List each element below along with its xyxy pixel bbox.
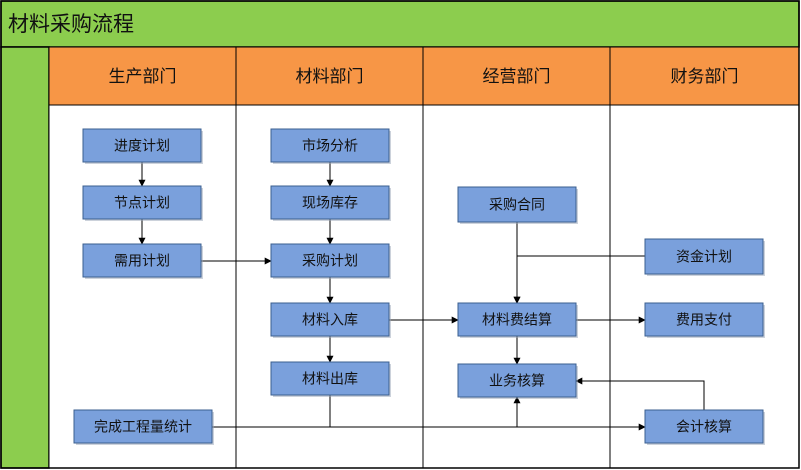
edge-material-out-to-business-accounting — [329, 395, 521, 428]
node-label: 费用支付 — [676, 313, 732, 329]
node-material-out: 材料出库 — [270, 361, 391, 397]
node-box — [457, 302, 577, 337]
node-expense-payment: 费用支付 — [644, 302, 765, 338]
node-fund-plan: 资金计划 — [644, 238, 765, 276]
node-box — [270, 302, 390, 337]
node-box — [644, 238, 764, 275]
node-box — [73, 409, 213, 444]
node-box — [82, 243, 202, 278]
node-market-analysis: 市场分析 — [270, 128, 391, 164]
edge-accounting-to-business-accounting — [575, 377, 705, 410]
node-box — [457, 363, 577, 398]
node-box — [457, 186, 577, 223]
edge-fund-plan-to-material-settlement — [513, 255, 645, 304]
node-box — [644, 302, 764, 337]
node-label: 需用计划 — [114, 254, 170, 270]
node-label: 完成工程量统计 — [94, 420, 192, 436]
node-material-in: 材料入库 — [270, 302, 391, 338]
node-progress-plan: 进度计划 — [82, 128, 203, 164]
node-box — [82, 185, 202, 220]
node-node-plan: 节点计划 — [82, 185, 203, 221]
node-box — [270, 185, 390, 220]
diagram-title: 材料采购流程 — [8, 12, 134, 36]
node-demand-plan: 需用计划 — [82, 243, 203, 279]
node-label: 材料费结算 — [482, 313, 552, 329]
node-label: 现场库存 — [302, 196, 358, 212]
node-business-accounting: 业务核算 — [457, 363, 578, 399]
lanes-layer: 生产部门 材料部门 经营部门 财务部门 — [48, 46, 800, 469]
lane-label-materials: 材料部门 — [296, 67, 364, 87]
node-label: 采购合同 — [489, 198, 545, 214]
node-site-inventory: 现场库存 — [270, 185, 391, 221]
node-box — [644, 409, 764, 444]
node-label: 资金计划 — [676, 250, 732, 266]
node-label: 进度计划 — [114, 139, 170, 155]
node-label: 会计核算 — [676, 420, 732, 436]
node-workload-stats: 完成工程量统计 — [73, 409, 214, 445]
node-box — [270, 128, 390, 163]
title-bar — [0, 0, 800, 48]
node-label: 采购计划 — [302, 254, 358, 270]
node-label: 节点计划 — [114, 196, 170, 212]
node-label: 材料入库 — [302, 313, 358, 329]
lane-label-production: 生产部门 — [109, 67, 177, 87]
node-purchase-contract: 采购合同 — [457, 186, 578, 224]
node-purchase-plan: 采购计划 — [270, 243, 391, 279]
lane-label-business: 经营部门 — [483, 67, 551, 87]
node-label: 业务核算 — [489, 374, 545, 390]
node-box — [82, 128, 202, 163]
lane-label-finance: 财务部门 — [671, 67, 739, 87]
node-accounting: 会计核算 — [644, 409, 765, 445]
node-box — [270, 361, 390, 396]
lane-header-production — [48, 46, 237, 106]
node-material-settlement: 材料费结算 — [457, 302, 578, 338]
node-label: 市场分析 — [302, 138, 358, 155]
edges-layer — [138, 162, 705, 431]
side-margin — [0, 46, 50, 469]
node-label: 材料出库 — [302, 372, 358, 388]
node-box — [270, 243, 390, 278]
lane-header-business — [422, 46, 611, 106]
